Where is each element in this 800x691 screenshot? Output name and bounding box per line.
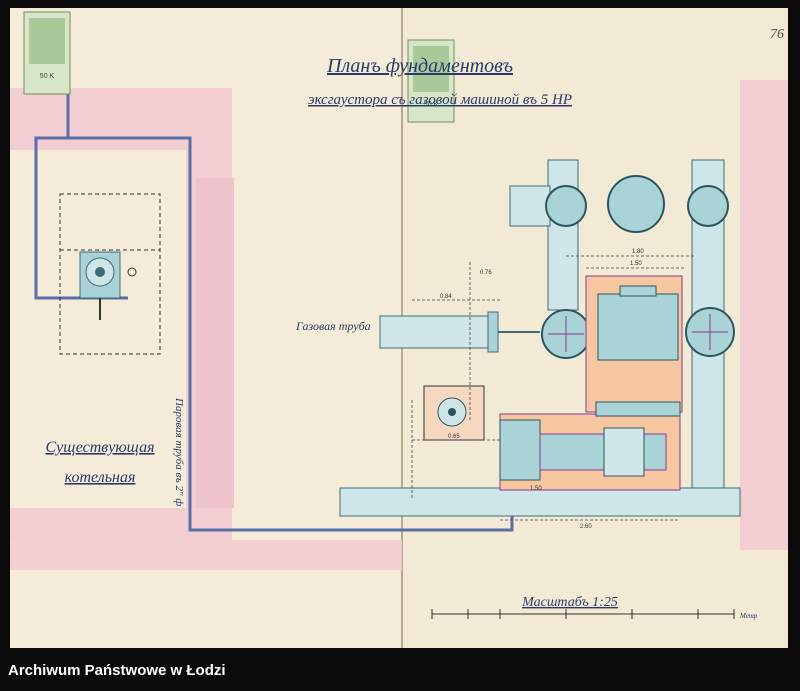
valve-wheels (541, 175, 735, 359)
dim-label: 2.60 (580, 524, 592, 530)
drawing-title-line2: эксгаустора съ газовой машиной въ 5 HP (308, 92, 572, 108)
svg-text:50 K: 50 K (424, 101, 439, 108)
archive-footer: Archiwum Państwowe w Łodzi (0, 651, 800, 691)
small-pump (423, 385, 485, 441)
gas-engine (499, 419, 667, 481)
exhauster (595, 285, 681, 417)
revenue-stamp-left: 50 K (23, 11, 71, 95)
dimension-lines (411, 255, 696, 521)
dim-label: 0.65 (448, 434, 460, 440)
dim-label: 1.50 (530, 486, 542, 492)
svg-text:50 K: 50 K (40, 73, 55, 80)
dim-label: 0.76 (480, 270, 492, 276)
steam-pipe-label: Паровая труба въ 2" ф (173, 397, 185, 506)
boiler-room-label-line2: котельная (65, 469, 136, 486)
dim-label: 0.84 (440, 294, 452, 300)
scale-bar (431, 609, 735, 619)
scale-unit: Метр (739, 612, 758, 620)
archive-name: Archiwum Państwowe w Łodzi (8, 662, 226, 679)
right-wall (740, 80, 788, 550)
gas-pipe-label: Газовая труба (295, 319, 371, 333)
boiler-outline (59, 193, 161, 355)
valve-spokes (548, 314, 728, 352)
dim-label: 1.80 (632, 249, 644, 255)
scale-label: Масштабъ 1:25 (521, 595, 618, 610)
gas-pipe (379, 311, 540, 353)
boiler-room-label-line1: Существующая (45, 439, 154, 456)
drawing-title-line1: Планъ фундаментовъ (326, 55, 513, 77)
revenue-stamp-right: 50 K (407, 39, 455, 123)
page-number: 76 (770, 27, 784, 42)
boiler-room-walls (10, 88, 402, 570)
boiler-pump (79, 251, 137, 320)
dim-label: 1.50 (630, 261, 642, 267)
